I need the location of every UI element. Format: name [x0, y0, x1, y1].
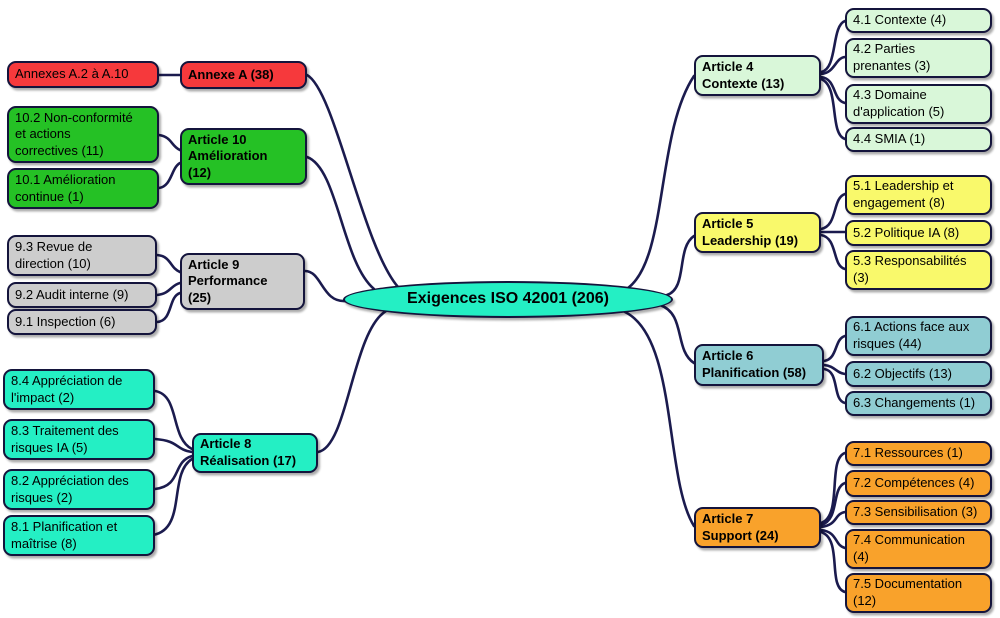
edge-article-7-child-2	[819, 510, 847, 529]
edge-article-7-child-1	[819, 481, 847, 527]
edge-root-article-7	[623, 310, 696, 528]
node-article-6[interactable]: Article 6 Planification (58)	[694, 344, 824, 386]
node-9-2[interactable]: 9.2 Audit interne (9)	[7, 282, 157, 308]
edge-root-article-9	[303, 269, 348, 303]
node-article-7[interactable]: Article 7 Support (24)	[694, 507, 821, 548]
edge-root-article-4	[626, 74, 696, 290]
edge-article-6-child-2	[822, 367, 847, 405]
edge-article-9-child-0	[155, 253, 182, 274]
node-8-2[interactable]: 8.2 Appréciation des risques (2)	[3, 469, 155, 510]
edge-article-7-child-4	[819, 530, 847, 594]
node-4-4[interactable]: 4.4 SMIA (1)	[845, 127, 992, 152]
node-4-3[interactable]: 4.3 Domaine d'application (5)	[845, 84, 992, 124]
edge-article-4-child-3	[819, 77, 847, 141]
node-10-1[interactable]: 10.1 Amélioration continue (1)	[7, 168, 159, 209]
edge-article-8-child-2	[153, 454, 194, 491]
node-4-1[interactable]: 4.1 Contexte (4)	[845, 8, 992, 33]
edge-article-8-child-1	[153, 437, 194, 454]
node-9-1[interactable]: 9.1 Inspection (6)	[7, 309, 157, 335]
edge-root-annexe-a	[305, 73, 400, 289]
node-8-4[interactable]: 8.4 Appréciation de l'impact (2)	[3, 369, 155, 410]
node-root[interactable]: Exigences ISO 42001 (206)	[343, 281, 673, 318]
edge-root-article-8	[316, 309, 388, 454]
node-7-4[interactable]: 7.4 Communication (4)	[845, 529, 992, 569]
node-annexes-a2-a10[interactable]: Annexes A.2 à A.10	[7, 61, 159, 88]
edge-article-4-child-1	[819, 55, 847, 76]
edge-article-10-child-0	[157, 133, 182, 152]
node-4-2[interactable]: 4.2 Parties prenantes (3)	[845, 38, 992, 78]
edge-article-4-child-0	[819, 19, 847, 74]
edge-article-8-child-3	[151, 457, 194, 537]
edge-article-5-child-2	[819, 233, 847, 271]
edge-article-9-child-2	[155, 291, 182, 324]
node-6-3[interactable]: 6.3 Changements (1)	[845, 391, 992, 416]
node-7-1[interactable]: 7.1 Ressources (1)	[845, 441, 992, 466]
node-7-2[interactable]: 7.2 Compétences (4)	[845, 470, 992, 497]
edge-article-7-child-3	[819, 528, 847, 550]
edge-root-article-5	[665, 234, 696, 297]
node-annexe-a[interactable]: Annexe A (38)	[180, 61, 307, 89]
edge-article-6-child-1	[822, 363, 847, 376]
node-article-9[interactable]: Article 9 Performance (25)	[180, 253, 305, 310]
edge-article-6-child-0	[822, 334, 847, 363]
node-10-2[interactable]: 10.2 Non-conformité et actions correctiv…	[7, 106, 159, 163]
edge-article-10-child-1	[157, 161, 182, 190]
node-9-3[interactable]: 9.3 Revue de direction (10)	[7, 235, 157, 276]
node-7-3[interactable]: 7.3 Sensibilisation (3)	[845, 500, 992, 525]
node-6-1[interactable]: 6.1 Actions face aux risques (44)	[845, 316, 992, 356]
node-article-4[interactable]: Article 4 Contexte (13)	[694, 55, 821, 96]
node-5-2[interactable]: 5.2 Politique IA (8)	[845, 220, 992, 246]
edge-article-9-child-1	[155, 281, 182, 297]
node-article-5[interactable]: Article 5 Leadership (19)	[694, 212, 821, 253]
node-article-10[interactable]: Article 10 Amélioration (12)	[180, 128, 307, 185]
node-7-5[interactable]: 7.5 Documentation (12)	[845, 573, 992, 613]
edge-article-5-child-0	[819, 192, 847, 231]
node-8-1[interactable]: 8.1 Planification et maîtrise (8)	[3, 515, 155, 556]
node-5-1[interactable]: 5.1 Leadership et engagement (8)	[845, 175, 992, 215]
edge-article-7-child-0	[819, 451, 847, 525]
edge-article-8-child-0	[153, 389, 194, 451]
edge-root-article-10	[305, 155, 376, 291]
node-5-3[interactable]: 5.3 Responsabilités (3)	[845, 250, 992, 290]
node-article-8[interactable]: Article 8 Réalisation (17)	[192, 433, 318, 473]
node-6-2[interactable]: 6.2 Objectifs (13)	[845, 361, 992, 387]
edge-article-4-child-2	[819, 75, 847, 105]
edge-root-article-6	[658, 303, 696, 365]
node-8-3[interactable]: 8.3 Traitement des risques IA (5)	[3, 419, 155, 460]
